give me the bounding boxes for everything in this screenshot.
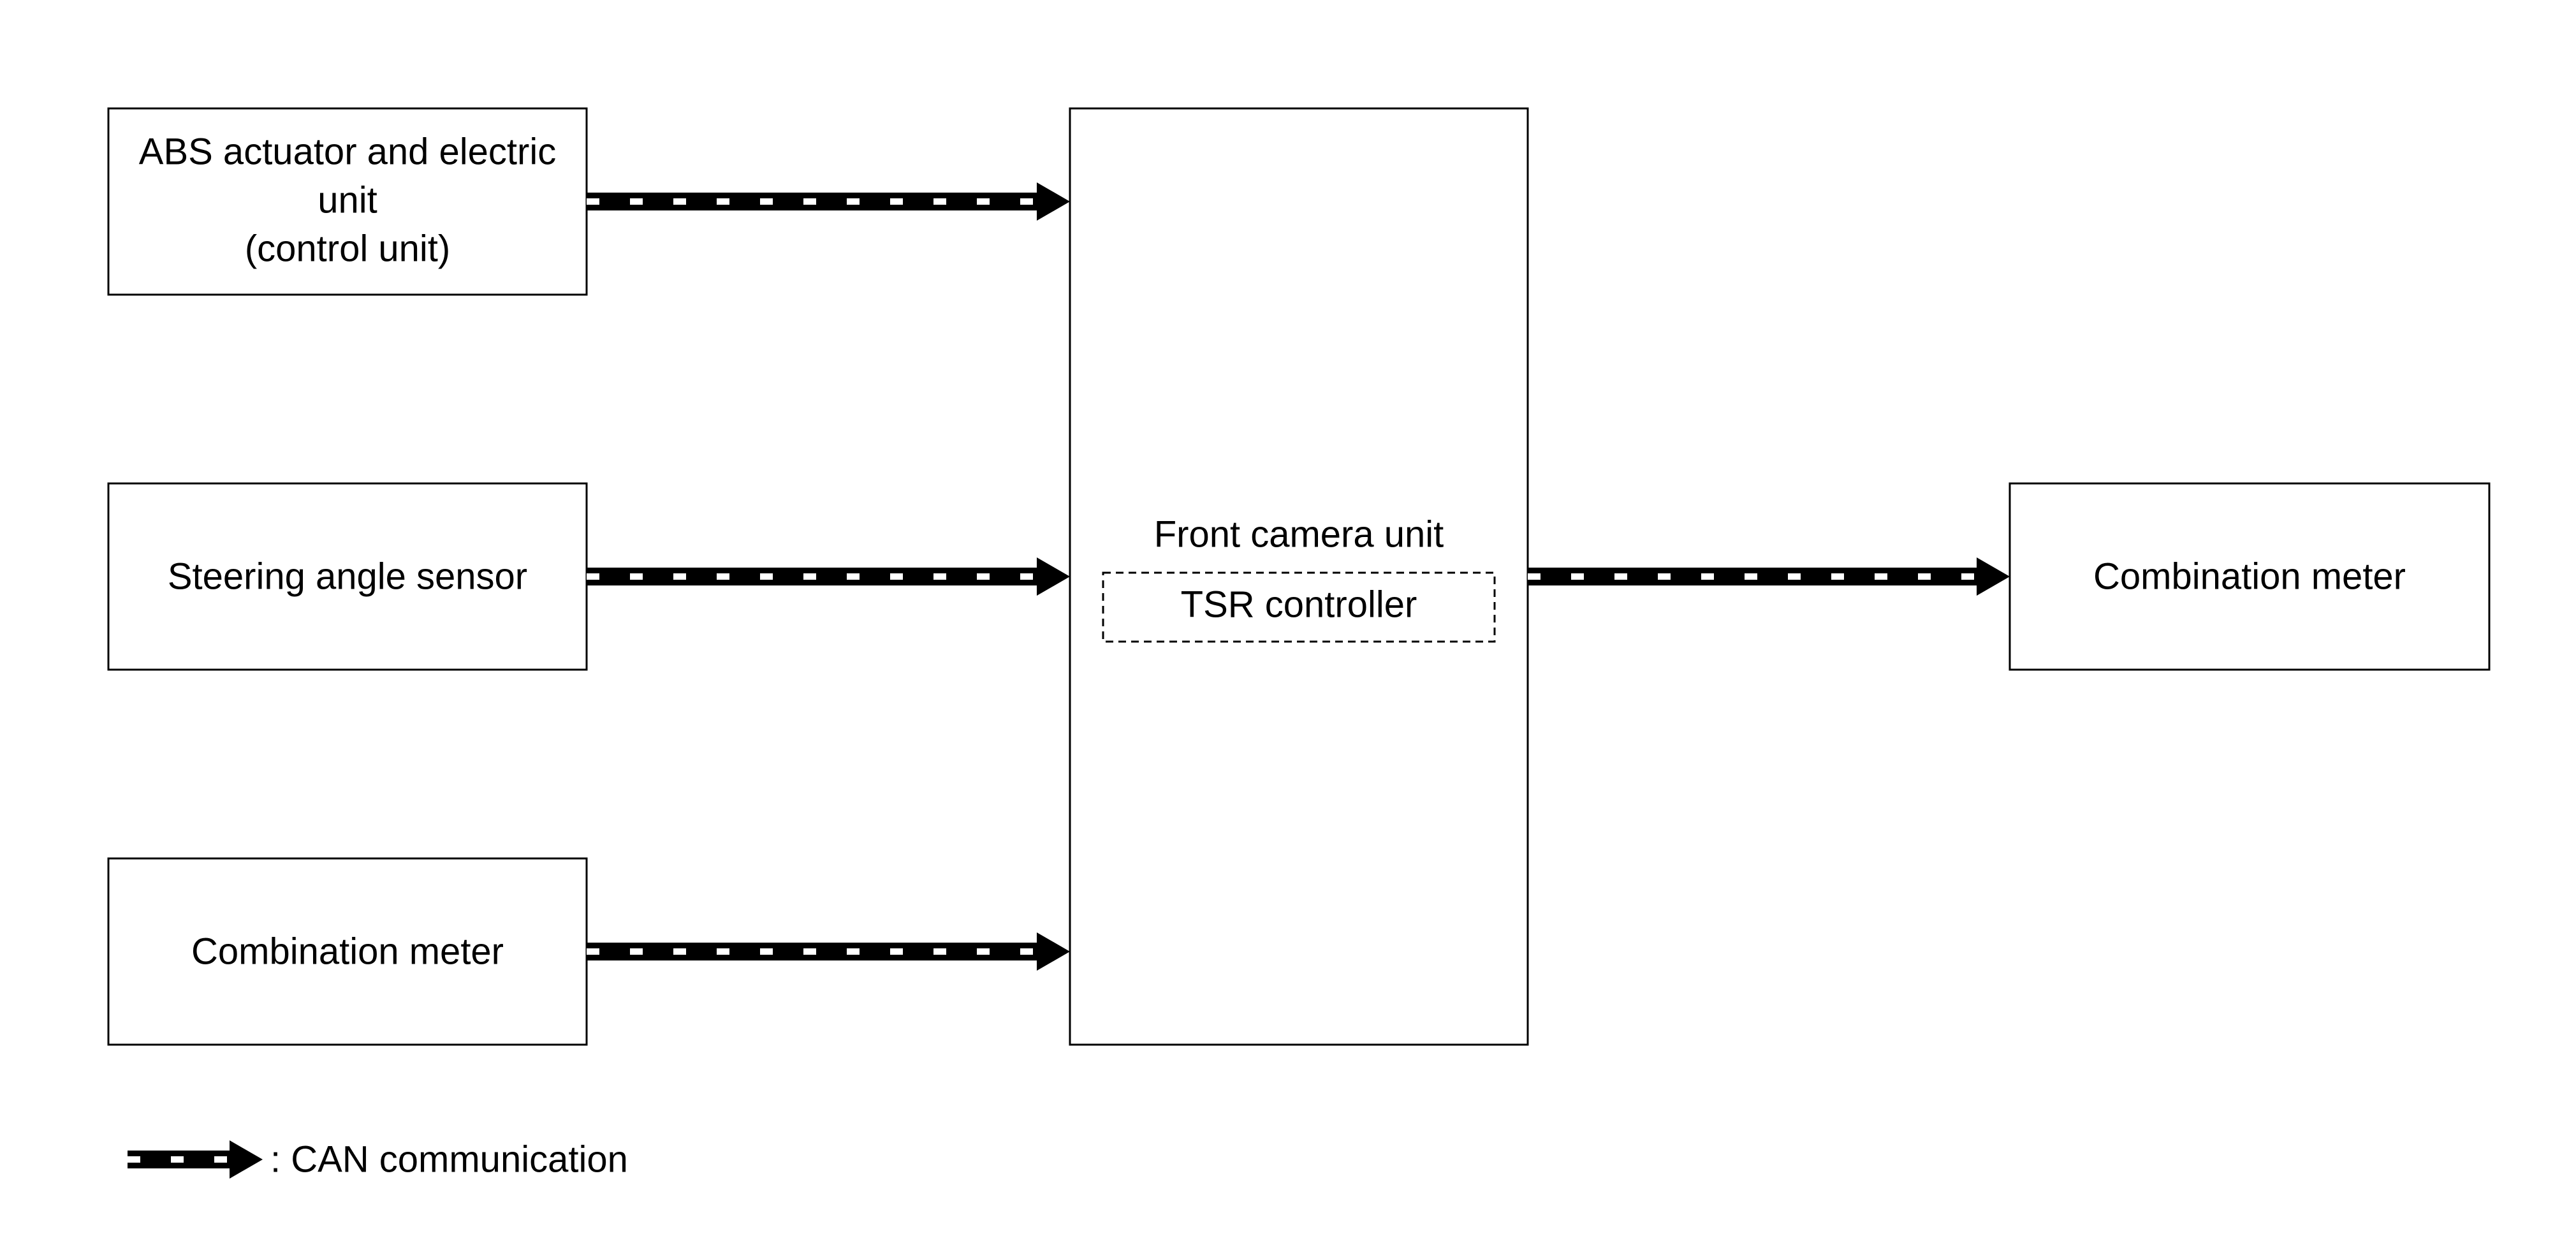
- can-communication-legend-label: : CAN communication: [270, 1139, 628, 1181]
- can-arrow-camera-to-meter: [1528, 557, 2010, 596]
- can-communication-legend-icon: [128, 1140, 263, 1179]
- tsr-controller-label: TSR controller: [1181, 584, 1417, 626]
- can-arrow-abs-to-camera: [587, 182, 1070, 221]
- can-arrow-steering-to-camera: [587, 557, 1070, 596]
- abs-actuator-box: ABS actuator and electric unit (control …: [107, 107, 588, 296]
- combination-meter-output-box: Combination meter: [2009, 482, 2491, 671]
- combination-meter-output-label: Combination meter: [2093, 556, 2406, 598]
- front-camera-unit-label: Front camera unit: [1154, 514, 1444, 555]
- abs-label-line-3: (control unit): [245, 228, 450, 270]
- steering-angle-sensor-box: Steering angle sensor: [107, 482, 588, 671]
- combination-meter-input-label: Combination meter: [191, 931, 504, 973]
- front-camera-unit-box: Front camera unit TSR controller: [1069, 107, 1529, 1046]
- steering-label: Steering angle sensor: [168, 556, 527, 598]
- tsr-controller-box: [1102, 571, 1496, 643]
- legend: : CAN communication: [128, 1139, 628, 1181]
- abs-label-line-1: ABS actuator and electric: [139, 131, 556, 173]
- abs-label-line-2: unit: [318, 180, 377, 221]
- combination-meter-input-box: Combination meter: [107, 857, 588, 1046]
- can-arrow-meter-to-camera: [587, 932, 1070, 971]
